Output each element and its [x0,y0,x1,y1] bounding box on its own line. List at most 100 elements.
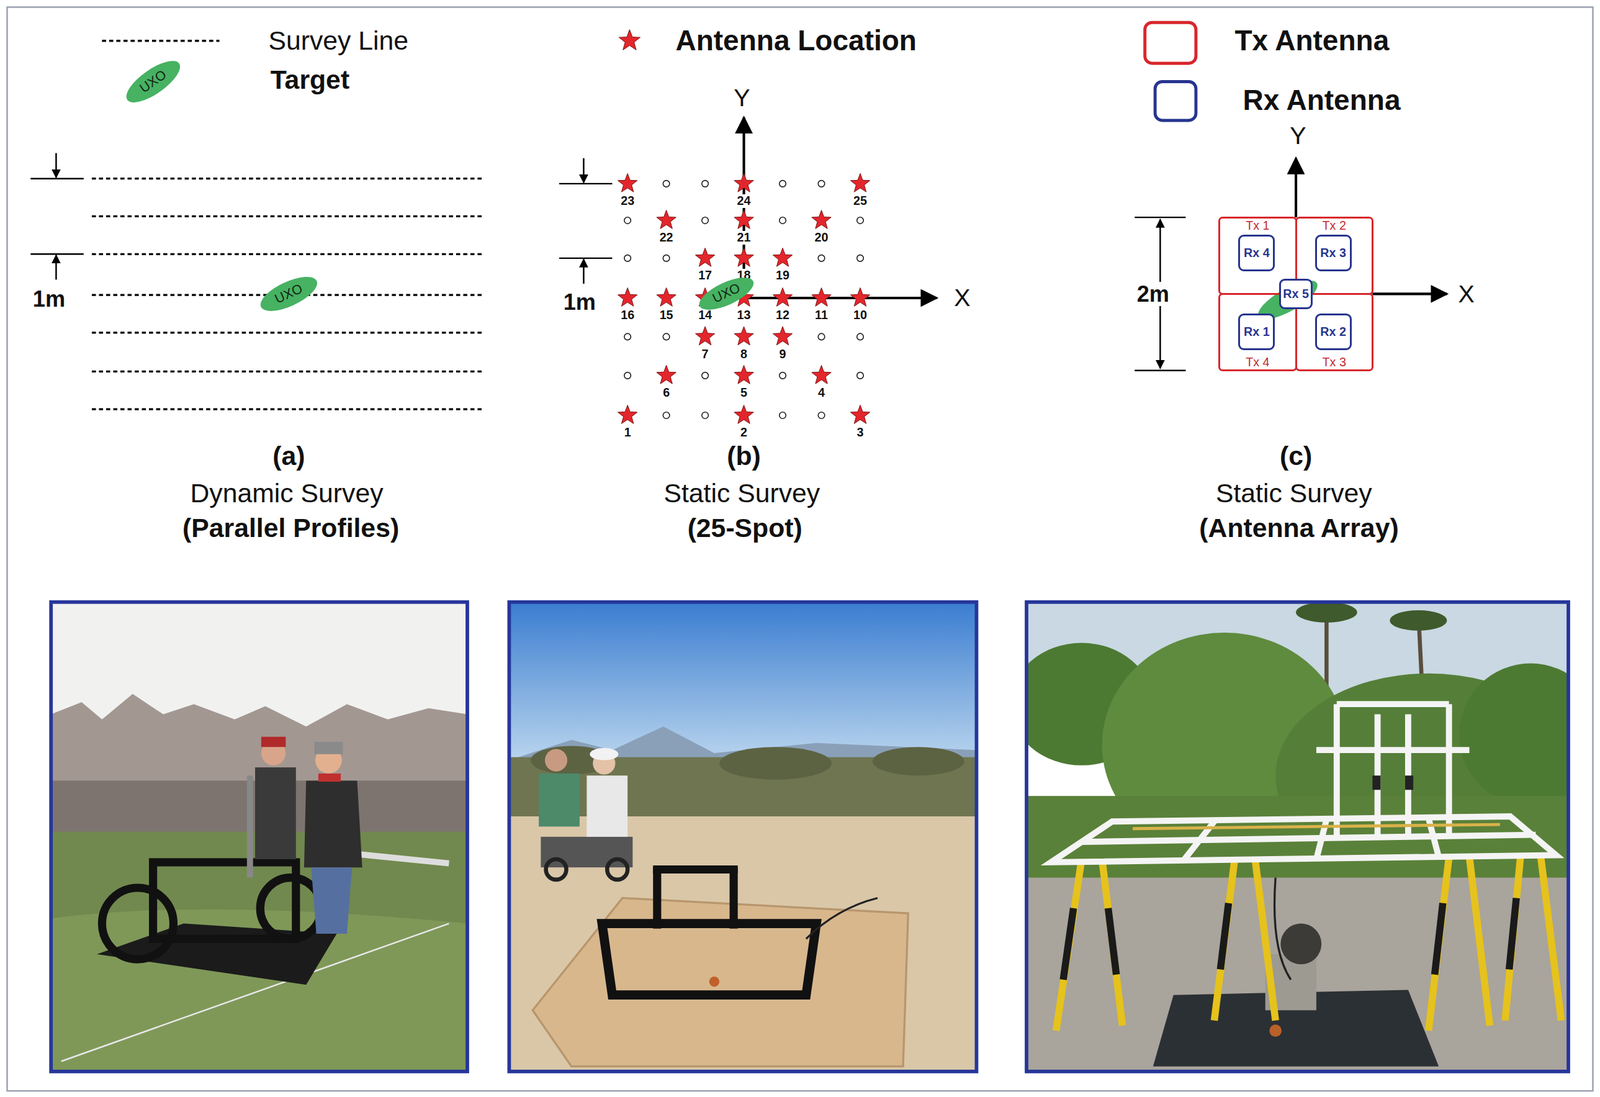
photo-static-survey [589,747,619,761]
photo-frame [1026,602,1569,1072]
grid-point [779,180,787,188]
photo-static-survey [719,746,832,780]
photo-antenna-array [1220,903,1229,970]
photo-antenna-array [1254,858,1276,1021]
grid-point [857,372,864,380]
photo-antenna-array [1405,775,1414,790]
dimension-label: 2m [1135,281,1171,307]
node-label: Rx 2 [1320,325,1347,339]
callout-number: 3 [855,425,866,440]
grid-point [817,412,825,419]
dimension-b [582,259,585,284]
antenna-star [850,405,870,424]
axes-b [744,296,938,300]
photo-static-survey [586,775,628,837]
antenna-star [811,364,832,384]
grid-point [857,255,864,262]
grid-point [662,412,670,419]
photo-antenna-array [1336,700,1450,707]
axis-label: X [1457,280,1475,308]
photo-antenna-array [1372,775,1381,790]
rx-antenna: Rx 2 [1315,313,1352,351]
dimension-b [559,183,612,185]
antenna-star [656,364,676,384]
grid-point [779,412,787,419]
photo-dynamic-survey [314,741,343,755]
antenna-star [811,210,832,230]
grid-point [624,217,632,225]
axes-c [1294,158,1298,218]
dimension-a [55,255,57,280]
antenna-label: Tx 1 [1220,219,1295,233]
panel-a-drawing [91,370,485,373]
grid-point [779,372,787,380]
photo-static-survey [729,867,738,929]
antenna-star [618,287,638,307]
antenna-star [734,364,754,384]
photo-static-survey [540,836,633,868]
antenna-star [656,210,676,230]
node-label: Rx 1 [1243,325,1270,339]
node-label: Rx 3 [1320,246,1347,261]
antenna-star [695,247,715,267]
photo-dynamic-survey [310,867,352,934]
photo-static-survey [508,602,977,766]
photo-dynamic-survey [50,602,468,1072]
legend-squares [1145,22,1196,121]
photo-dynamic-survey [318,773,341,782]
panel-letter: (c) [1279,441,1313,471]
callout-number: 25 [852,194,869,208]
legend-star [618,29,640,51]
grid-point [662,180,670,188]
photo-antenna-array [1459,662,1569,806]
photo-antenna-array [1428,857,1450,1031]
grid-point [857,333,864,341]
photo-static-survey [508,816,977,1072]
axis-label: Y [733,84,750,112]
photo-antenna-array [1389,610,1447,631]
antenna-star [734,326,754,346]
photo-antenna-array [1333,703,1340,837]
uxo-target: UXO [120,53,187,110]
callout-number: 24 [736,194,753,208]
panel-caption: (Antenna Array) [1199,513,1399,543]
photo-static-survey [872,746,965,776]
panel-a-drawing [91,215,485,218]
axes-b [744,117,938,298]
dimension-a [30,153,84,280]
antenna-star [772,326,792,346]
rx-antenna: Rx 1 [1238,313,1275,351]
panel-a-drawing [91,40,485,409]
photo-dynamic-survey [304,780,363,868]
dimension-c [1134,217,1186,371]
antenna-star [772,287,792,307]
rx-antenna: Rx 4 [1238,234,1275,272]
photo-static-survey [538,773,580,827]
antenna-star [695,326,715,346]
callout-number: 1 [623,425,633,440]
dimension-a [30,253,84,255]
grid-point [701,372,709,380]
grid-point [624,372,632,380]
photo-antenna-array [1026,795,1569,888]
node-label: UXO [272,281,305,307]
callout-number: 15 [658,308,675,323]
grid-point [817,180,825,188]
panel-letter: (b) [726,441,761,471]
photo-static-survey [709,976,720,987]
callout-number: 16 [619,308,636,323]
callout-number: 13 [736,308,753,323]
node-label: Rx 4 [1243,246,1270,261]
grid-point [817,333,825,341]
panel-letter: (a) [272,441,305,471]
uxo-target: UXO [255,269,322,318]
dimension-c [1134,369,1186,371]
photo-static-survey [546,858,567,880]
photo-dynamic-survey [50,831,468,1072]
photo-dynamic-survey [255,767,297,859]
panel-a-drawing [91,407,485,410]
antenna-star [734,247,754,267]
antenna-label: Tx 4 [1220,355,1295,370]
grid-point [817,255,825,262]
grid-point [701,217,709,225]
